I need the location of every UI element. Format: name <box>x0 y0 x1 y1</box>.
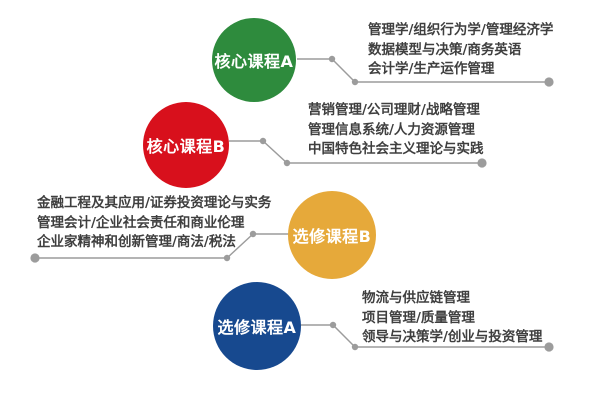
course-line: 项目管理/质量管理 <box>362 309 475 326</box>
elective-a-course-list: 物流与供应链管理 项目管理/质量管理 领导与决策学/创业与投资管理 <box>362 289 542 348</box>
elective-course-b-label: 选修课程B <box>292 227 372 246</box>
elective-course-a-label: 选修课程A <box>217 318 297 337</box>
core-course-a-label: 核心课程A <box>214 52 294 71</box>
course-line: 领导与决策学/创业与投资管理 <box>362 329 543 345</box>
core-course-b-bubble: 核心课程B <box>143 102 229 188</box>
course-line: 数据模型与决策/商务英语 <box>368 41 522 58</box>
elective-b-course-list: 金融工程及其应用/证券投资理论与实务 管理会计/企业社会责任和商业伦理 企业家精… <box>37 194 271 253</box>
course-line: 会计学/生产运作管理 <box>368 61 495 77</box>
core-course-a-bubble: 核心课程A <box>212 18 296 102</box>
course-line: 管理学/组织行为学/管理经济学 <box>368 22 554 38</box>
course-line: 企业家精神和创新管理/商法/税法 <box>37 234 236 250</box>
elective-course-b-bubble: 选修课程B <box>288 191 376 279</box>
course-line: 物流与供应链管理 <box>362 290 470 306</box>
course-line: 金融工程及其应用/证券投资理论与实务 <box>37 195 272 211</box>
core-a-course-list: 管理学/组织行为学/管理经济学 数据模型与决策/商务英语 会计学/生产运作管理 <box>368 21 553 80</box>
course-line: 营销管理/公司理财/战略管理 <box>308 102 480 118</box>
elective-course-a-bubble: 选修课程A <box>213 282 301 370</box>
course-line: 中国特色社会主义理论与实践 <box>308 141 484 157</box>
core-b-course-list: 营销管理/公司理财/战略管理 管理信息系统/人力资源管理 中国特色社会主义理论与… <box>308 101 484 160</box>
course-line: 管理信息系统/人力资源管理 <box>308 121 475 138</box>
course-line: 管理会计/企业社会责任和商业伦理 <box>37 214 245 231</box>
core-course-b-label: 核心课程B <box>146 137 226 156</box>
